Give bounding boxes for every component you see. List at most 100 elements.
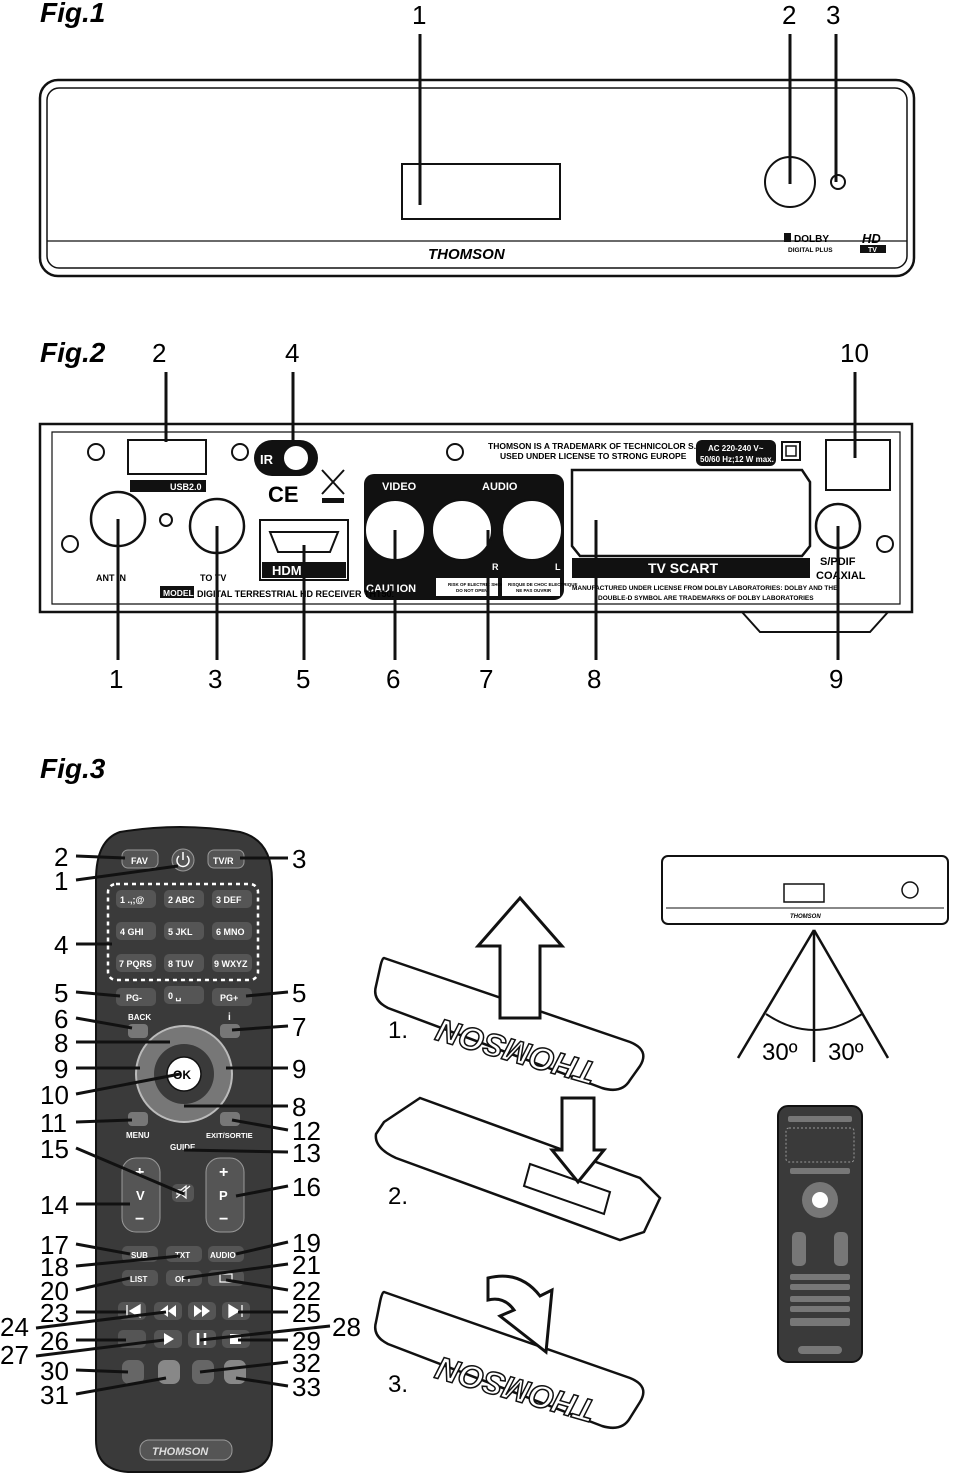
leader-28: [199, 1324, 331, 1342]
leader-2: [75, 854, 126, 860]
callout-15: 15: [40, 1134, 69, 1164]
screw-hole-icon: [231, 443, 249, 461]
callout-29: 29: [292, 1326, 321, 1356]
screw-hole-icon: [876, 535, 894, 553]
dolby-top: DOLBY: [794, 234, 829, 245]
keypad-group: [106, 882, 260, 982]
callout-24: 24: [0, 1312, 29, 1342]
key-5-label: 5 JKL: [168, 927, 193, 937]
ir-angle-diagram: THOMSON 30º 30º: [661, 855, 949, 1066]
guide-label: GUIDE: [170, 1143, 196, 1152]
audio-btn-label: AUDIO: [210, 1251, 236, 1260]
pg-plus-label: PG+: [220, 993, 238, 1003]
battery-step-1: THOMSON: [374, 895, 645, 1092]
callout-17: 17: [40, 1230, 69, 1260]
step-1-label: 1.: [388, 1017, 408, 1044]
usb-port: [127, 439, 207, 475]
risque-plate: [502, 578, 560, 596]
leader-1: [75, 864, 179, 882]
key-4-label: 4 GHI: [120, 927, 144, 937]
audio-label: AUDIO: [482, 481, 518, 493]
pg-minus-button: [116, 988, 156, 1006]
stb-brand-small: THOMSON: [790, 914, 821, 920]
fig1-callout-2: 2: [782, 0, 796, 30]
rear-panel-outer: [38, 422, 914, 614]
leader-19: [235, 1240, 289, 1256]
txt-button: [166, 1246, 202, 1262]
play-icon: [164, 1333, 174, 1345]
vol-label: V: [136, 1188, 145, 1203]
double-insulation-inner: [785, 445, 797, 457]
key-1-label: 1 .,;@: [120, 895, 145, 905]
dolby-license-2: DOUBLE-D SYMBOL ARE TRADEMARKS OF DOLBY …: [598, 595, 814, 602]
callout-21: 21: [292, 1250, 321, 1280]
leader-33: [235, 1376, 289, 1388]
leader-13: [183, 1148, 289, 1154]
battery-cover-3: [374, 1290, 645, 1429]
prog-plus-label: +: [219, 1164, 228, 1181]
small-remote-prog: [834, 1232, 848, 1266]
model-label-bar: [160, 586, 194, 598]
small-remote-body: [790, 1396, 862, 1416]
leader-6: [75, 1016, 133, 1030]
standby-button: [764, 156, 816, 208]
ce-mark: CE: [268, 482, 299, 507]
callout-8l: 8: [54, 1028, 68, 1058]
key-7-label: 7 PQRS: [119, 959, 152, 969]
leader-15: [75, 1146, 185, 1196]
vol-plus-label: +: [135, 1164, 144, 1181]
front-display: [401, 163, 561, 220]
pg-plus-button: [212, 988, 252, 1006]
callout-31: 31: [40, 1380, 69, 1410]
callout-22: 22: [292, 1276, 321, 1306]
ir-label: IR: [260, 452, 274, 467]
battery-cover-2: [374, 1096, 662, 1242]
rear-slot: [825, 439, 891, 491]
remote-brand: THOMSON: [152, 1446, 209, 1458]
back-label: BACK: [128, 1013, 151, 1022]
small-remote-ok: [812, 1192, 828, 1208]
power-symbol-icon: [176, 852, 190, 868]
weee-bin-icon: [321, 469, 345, 495]
callout-1: 1: [54, 866, 68, 896]
stb-display-small: [783, 883, 825, 903]
key-3: [212, 890, 252, 908]
power-line1: AC 220-240 V~: [708, 444, 764, 453]
callout-3: 3: [292, 844, 306, 874]
fig2-callout-4: 4: [285, 338, 299, 368]
key-5: [164, 922, 204, 940]
tvr-label: TV/R: [213, 856, 234, 866]
leader-24: [35, 1310, 167, 1330]
pip-icon: [219, 1273, 233, 1283]
small-remote-top-row: [788, 1116, 852, 1122]
pg-minus-label: PG-: [126, 993, 142, 1003]
prev-icon: [126, 1303, 141, 1319]
key-1: [116, 890, 156, 908]
menu-label: MENU: [126, 1131, 150, 1140]
ir-beam-right: [812, 929, 890, 1059]
menu-button: [128, 1112, 148, 1126]
stop-icon: [230, 1334, 241, 1344]
callout-12: 12: [292, 1116, 321, 1146]
fig2-callout-5: 5: [296, 664, 310, 694]
leader-22: [225, 1278, 289, 1292]
ok-label: OK: [173, 1068, 191, 1082]
callout-7: 7: [292, 1012, 306, 1042]
callout-6: 6: [54, 1004, 68, 1034]
rear-panel-inner: [51, 431, 901, 605]
callout-2: 2: [54, 842, 68, 872]
battery-cover-1: [374, 956, 645, 1091]
front-panel-outer: [38, 78, 916, 278]
audio-r-rca: [431, 499, 493, 561]
usb-label-bar: [130, 480, 206, 492]
callout-9l: 9: [54, 1054, 68, 1084]
fig2-callout-8: 8: [587, 664, 601, 694]
key-3-label: 3 DEF: [216, 895, 242, 905]
fig1: Fig.1 1 2 3 THOMSON DOLBY DIGITAL PLUS H…: [38, 0, 916, 278]
small-remote-keypad: [785, 1127, 855, 1163]
ant-in-label: ANT IN: [96, 573, 126, 583]
power-line2: 50/60 Hz;12 W max.: [700, 455, 774, 464]
leader-17: [75, 1242, 131, 1256]
volume-rocker: [121, 1157, 161, 1233]
key-8: [164, 954, 204, 972]
